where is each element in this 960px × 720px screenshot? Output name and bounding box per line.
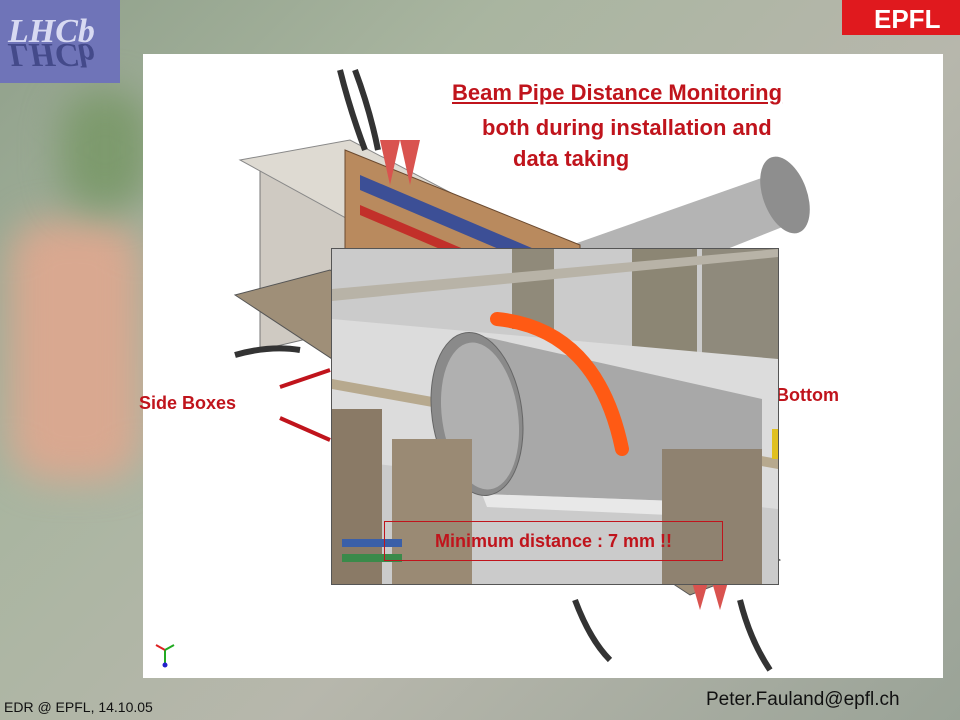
beam-pipe-closeup	[332, 249, 778, 584]
distance-highlight-arc	[490, 312, 629, 456]
epfl-logo: EPFL	[842, 0, 960, 35]
bottom-label: Bottom	[776, 385, 839, 405]
side-boxes-label: Side Boxes	[139, 393, 237, 413]
minimum-distance-callout: Minimum distance : 7 mm !!	[384, 521, 723, 561]
slide-subtitle-line1: both during installation and	[482, 115, 772, 140]
lhcb-logo-text: LHCb	[7, 13, 95, 50]
slide-subtitle-line2: data taking	[513, 146, 630, 171]
inset-zoom-image	[331, 248, 779, 585]
epfl-logo-text: EPFL	[874, 4, 941, 34]
lhcb-logo: LHCb LHCb	[0, 0, 120, 83]
background-shape	[60, 90, 150, 210]
background-shape	[10, 220, 140, 480]
lhcb-logo-reflection: LHCb	[7, 36, 95, 73]
footer-event-date: EDR @ EPFL, 14.10.05	[4, 699, 153, 715]
slide-title: Beam Pipe Distance Monitoring	[452, 80, 783, 105]
footer-email: Peter.Fauland@epfl.ch	[706, 689, 900, 710]
